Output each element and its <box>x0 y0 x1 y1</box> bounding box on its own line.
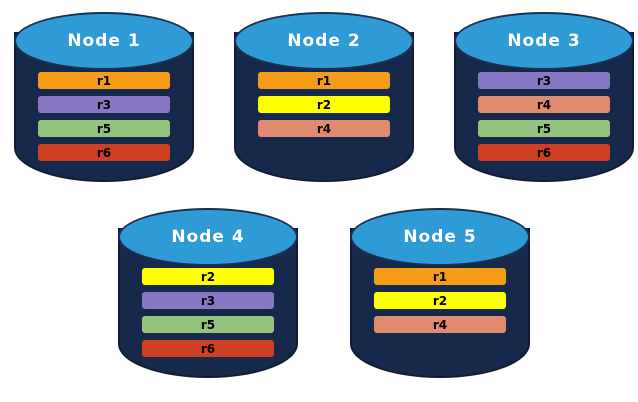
node-lid: Node 4 <box>118 208 298 266</box>
record-bar-r6[interactable]: r6 <box>478 144 610 161</box>
node-title: Node 3 <box>507 31 581 51</box>
node-title: Node 2 <box>287 31 361 51</box>
database-node-5[interactable]: Node 5 r1 r2 r4 <box>350 208 530 386</box>
record-bar-r2[interactable]: r2 <box>374 292 506 309</box>
record-bar-r4[interactable]: r4 <box>374 316 506 333</box>
record-bar-r6[interactable]: r6 <box>38 144 170 161</box>
record-bar-r1[interactable]: r1 <box>258 72 390 89</box>
node-lid: Node 5 <box>350 208 530 266</box>
database-node-2[interactable]: Node 2 r1 r2 r4 <box>234 12 414 190</box>
database-node-3[interactable]: Node 3 r3 r4 r5 r6 <box>454 12 634 190</box>
record-list: r1 r2 r4 <box>258 72 390 137</box>
record-list: r1 r3 r5 r6 <box>38 72 170 161</box>
node-lid: Node 1 <box>14 12 194 70</box>
node-lid: Node 2 <box>234 12 414 70</box>
record-bar-r3[interactable]: r3 <box>478 72 610 89</box>
record-list: r1 r2 r4 <box>374 268 506 333</box>
record-bar-r6[interactable]: r6 <box>142 340 274 357</box>
record-bar-r1[interactable]: r1 <box>374 268 506 285</box>
node-title: Node 4 <box>171 227 245 247</box>
database-node-4[interactable]: Node 4 r2 r3 r5 r6 <box>118 208 298 386</box>
record-bar-r1[interactable]: r1 <box>38 72 170 89</box>
record-bar-r5[interactable]: r5 <box>142 316 274 333</box>
record-list: r2 r3 r5 r6 <box>142 268 274 357</box>
node-title: Node 1 <box>67 31 141 51</box>
record-bar-r4[interactable]: r4 <box>478 96 610 113</box>
database-node-1[interactable]: Node 1 r1 r3 r5 r6 <box>14 12 194 190</box>
record-bar-r3[interactable]: r3 <box>38 96 170 113</box>
node-lid: Node 3 <box>454 12 634 70</box>
record-bar-r5[interactable]: r5 <box>478 120 610 137</box>
record-bar-r5[interactable]: r5 <box>38 120 170 137</box>
node-title: Node 5 <box>403 227 477 247</box>
record-bar-r2[interactable]: r2 <box>258 96 390 113</box>
record-list: r3 r4 r5 r6 <box>478 72 610 161</box>
record-bar-r4[interactable]: r4 <box>258 120 390 137</box>
record-bar-r3[interactable]: r3 <box>142 292 274 309</box>
record-bar-r2[interactable]: r2 <box>142 268 274 285</box>
